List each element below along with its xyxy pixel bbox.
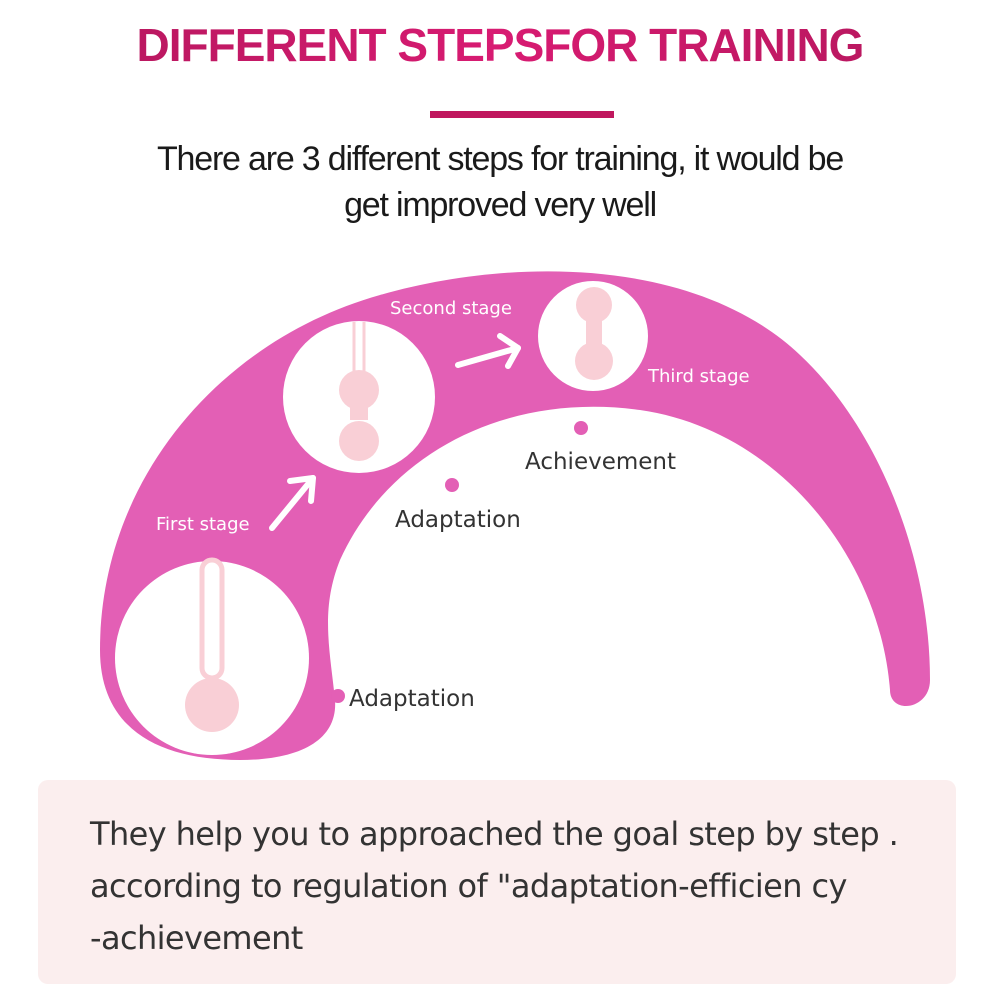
second-stage-label: Second stage — [390, 298, 512, 319]
first-stage-circle — [115, 557, 309, 755]
footer-text: They help you to approached the goal ste… — [90, 815, 899, 957]
first-stage-label: First stage — [156, 514, 250, 535]
subtitle: There are 3 different steps for training… — [100, 136, 900, 228]
milestone-dot-3 — [574, 421, 588, 435]
third-stage-circle — [538, 281, 648, 391]
subtitle-line-2: get improved very well — [344, 186, 657, 224]
second-stage-ball-bottom-icon — [339, 421, 379, 461]
milestone-dot-1 — [331, 689, 345, 703]
title-underline — [430, 111, 614, 118]
first-stage-ball-icon — [185, 678, 239, 732]
arrow-right-icon — [455, 333, 521, 369]
third-stage-ball-bottom-icon — [575, 342, 613, 380]
milestone-dot-2 — [445, 478, 459, 492]
milestone-label-2: Adaptation — [395, 507, 521, 533]
milestone-label-3: Achievement — [525, 449, 676, 475]
page-title: DIFFERENT STEPSFOR TRAINING — [0, 18, 1000, 72]
milestone-label-1: Adaptation — [349, 686, 475, 712]
arrow-up-icon — [269, 475, 316, 531]
second-stage-ball-top-icon — [339, 370, 379, 410]
footer-panel: They help you to approached the goal ste… — [38, 780, 956, 984]
third-stage-label: Third stage — [647, 366, 750, 387]
subtitle-line-1: There are 3 different steps for training… — [156, 140, 844, 178]
second-stage-circle — [283, 321, 435, 473]
third-stage-ball-top-icon — [576, 287, 612, 323]
